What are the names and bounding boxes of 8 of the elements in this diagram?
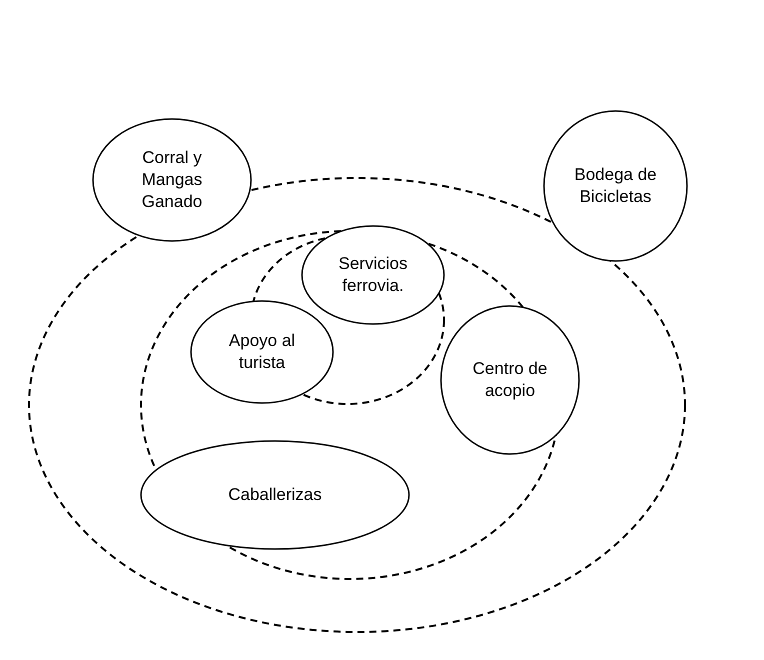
node-label: Caballerizas (227, 484, 323, 506)
oval-shape (92, 118, 252, 242)
node-label: Servicios ferrovia. (338, 253, 408, 297)
node-label: Corral y Mangas Ganado (140, 147, 204, 213)
node-label: Bodega de Bicicletas (574, 164, 658, 208)
node-label: Apoyo al turista (228, 330, 296, 374)
node-label: Centro de acopio (472, 358, 548, 402)
oval-shape (543, 110, 688, 262)
